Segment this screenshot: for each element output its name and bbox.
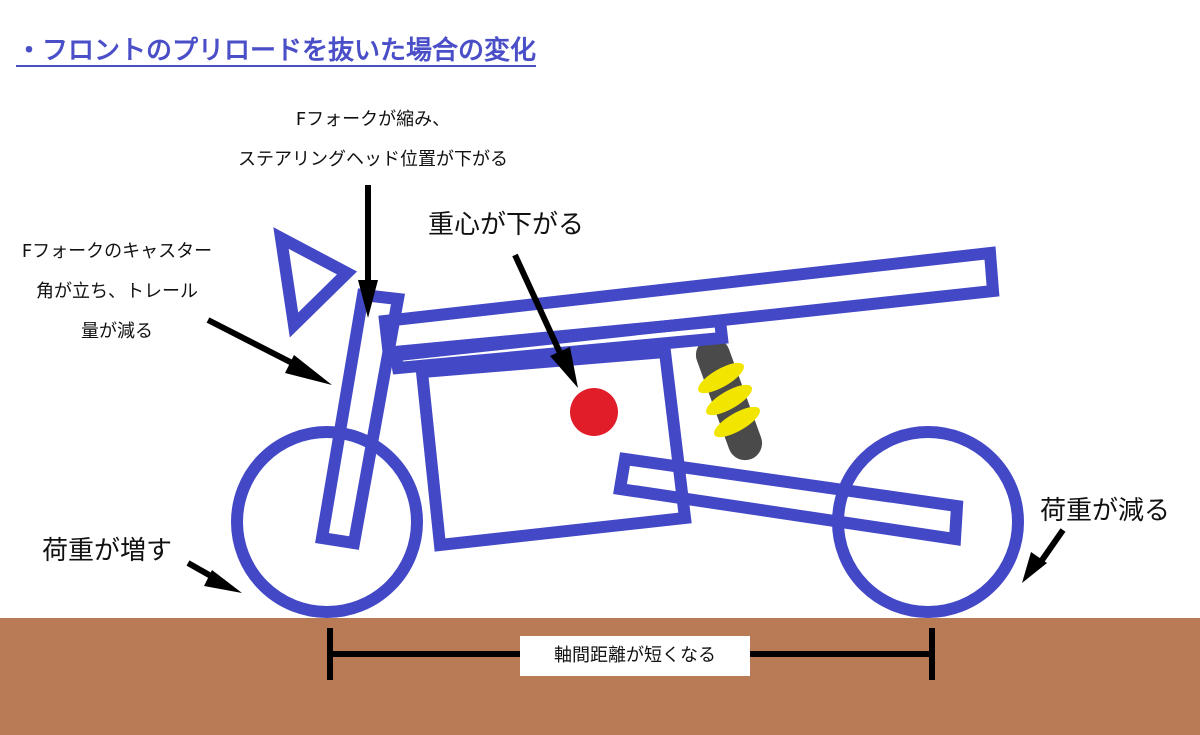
caster-line-2: 角が立ち、トレール [36, 281, 198, 302]
fork-compress-annotation: Fフォークが縮み、 ステアリングヘッド位置が下がる [218, 100, 528, 180]
engine-block [415, 345, 692, 552]
fork-compress-line-1: Fフォークが縮み、 [295, 109, 451, 130]
cog-arrow [512, 253, 578, 388]
caster-arrow [206, 317, 332, 385]
cog-annotation: 重心が下がる [428, 210, 585, 240]
front-fork [315, 288, 406, 550]
caster-line-1: Fフォークのキャスター [21, 241, 213, 262]
center-of-gravity-dot [570, 388, 618, 436]
fork-arrow [358, 185, 378, 318]
rear-load-annotation: 荷重が減る [1040, 496, 1171, 526]
caster-line-3: 量が減る [81, 321, 153, 342]
front-load-arrow [186, 560, 242, 593]
rear-load-arrow [1022, 528, 1066, 583]
front-load-annotation: 荷重が増す [42, 536, 173, 566]
wheelbase-label: 軸間距離が短くなる [520, 636, 750, 676]
rear-shock [695, 337, 763, 461]
lower-frame-rail [387, 314, 729, 375]
front-wheel [231, 426, 423, 618]
swing-arm [613, 452, 964, 546]
page-title: ・フロントのプリロードを抜いた場合の変化 [16, 36, 537, 66]
fork-compress-line-2: ステアリングヘッド位置が下がる [238, 149, 508, 170]
caster-annotation: Fフォークのキャスター 角が立ち、トレール 量が減る [12, 232, 222, 352]
headlight [273, 227, 358, 338]
